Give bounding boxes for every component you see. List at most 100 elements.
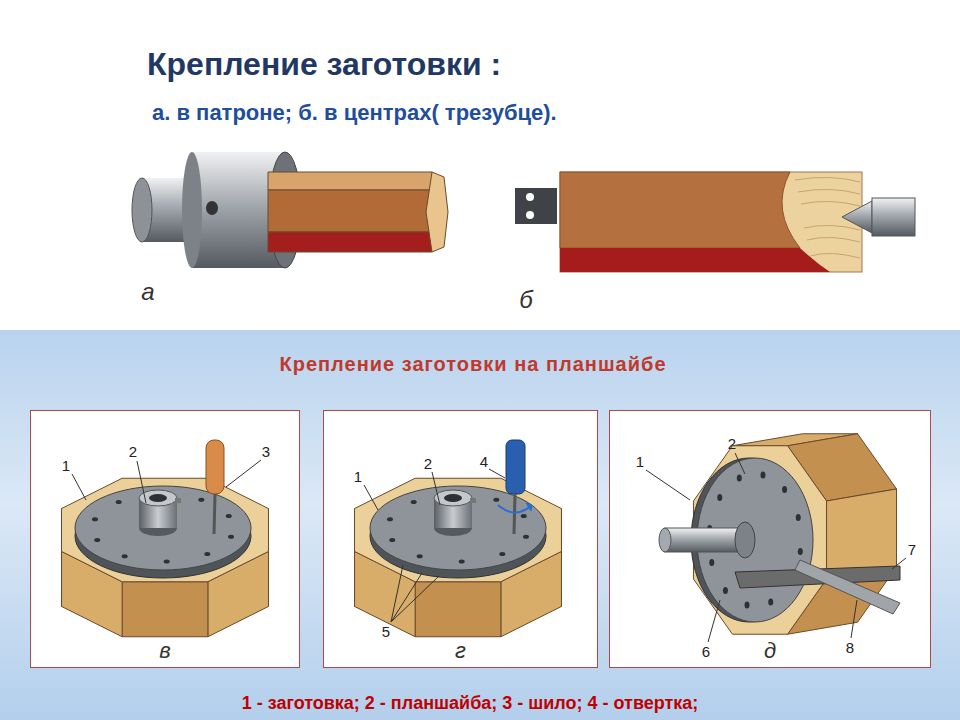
shape <box>782 486 787 493</box>
callout-number: 1 <box>354 468 362 485</box>
callout-number: 7 <box>908 541 916 558</box>
shape <box>387 517 393 521</box>
wood-grain <box>795 177 860 182</box>
shape <box>560 172 800 248</box>
chuck-figure <box>132 152 448 268</box>
shape <box>798 548 803 555</box>
shape <box>760 472 765 479</box>
wood-grain <box>798 189 860 194</box>
leader-line <box>646 470 690 500</box>
figure-letter: в <box>159 638 170 664</box>
leader-line <box>72 474 86 500</box>
faceplate-screwdriver-figure <box>355 440 562 637</box>
subtitle: а. в патроне; б. в центрах( трезубце). <box>152 100 557 125</box>
shape <box>444 494 462 502</box>
screwdriver-shaft <box>514 494 515 534</box>
shape <box>560 172 862 272</box>
shape <box>389 538 395 542</box>
shape <box>122 582 208 637</box>
shape <box>526 211 534 219</box>
callout-number: 2 <box>728 435 736 452</box>
shape <box>493 498 499 502</box>
shape <box>872 198 915 236</box>
shape <box>92 517 98 521</box>
callout-number: 2 <box>424 455 432 472</box>
shape <box>459 560 465 564</box>
shape <box>827 489 897 579</box>
shape <box>411 500 417 504</box>
section-heading: Крепление заготовки на планшайбе <box>279 353 666 376</box>
shape <box>523 535 529 539</box>
shape <box>182 152 202 268</box>
blue-band <box>0 330 960 720</box>
centres-figure <box>515 172 915 272</box>
callout-number: 6 <box>702 643 710 660</box>
shape <box>132 178 152 242</box>
shape <box>122 554 128 558</box>
shape <box>659 528 671 552</box>
panel-ground <box>30 410 300 668</box>
shape <box>709 559 714 566</box>
panel-ground <box>323 410 598 668</box>
figure-letter: б <box>519 286 533 314</box>
shape <box>745 601 750 608</box>
screwdriver-handle <box>506 440 525 494</box>
shape <box>268 232 440 252</box>
callout-number: 3 <box>262 443 270 460</box>
shape <box>515 188 557 224</box>
leader-line <box>892 558 906 569</box>
shape <box>521 514 527 518</box>
figure-panel: в <box>30 410 300 668</box>
faceplate-side-figure <box>646 434 906 642</box>
shape <box>499 552 505 556</box>
callout-number: 2 <box>129 443 137 460</box>
callout-number: 5 <box>382 623 390 640</box>
shape <box>164 560 170 564</box>
leader-line <box>708 600 720 642</box>
shape <box>62 478 269 581</box>
shape <box>198 498 204 502</box>
shape <box>717 494 722 501</box>
shape <box>149 494 167 502</box>
shape <box>737 474 742 481</box>
wood-grain <box>807 237 860 242</box>
leader-line <box>432 472 440 505</box>
figure-panel: д <box>609 410 931 668</box>
wood-grain <box>801 201 860 206</box>
leader-line <box>735 453 745 474</box>
shape <box>470 498 476 503</box>
shape <box>415 582 501 637</box>
wood-grain <box>810 253 860 258</box>
shape <box>795 560 900 614</box>
shape <box>560 248 830 272</box>
faceplate-awl-figure <box>62 440 269 637</box>
figure-letter: а <box>141 278 154 306</box>
shape <box>526 193 534 201</box>
shape <box>735 522 755 558</box>
panel-ground <box>609 410 931 668</box>
callout-number: 8 <box>846 639 854 656</box>
leader-line <box>851 600 857 638</box>
shape <box>842 201 872 233</box>
shape <box>228 535 234 539</box>
leader-line <box>489 469 505 478</box>
shape <box>768 599 773 606</box>
shape <box>526 503 532 511</box>
callout-number: 1 <box>62 457 70 474</box>
shape <box>116 500 122 504</box>
leader-line <box>226 460 261 487</box>
leader-line <box>391 576 439 622</box>
shape <box>355 478 562 581</box>
awl-blade <box>214 494 215 534</box>
shape <box>723 587 728 594</box>
leader-line <box>137 461 146 503</box>
callout-number: 1 <box>636 453 644 470</box>
figure-letter: г <box>455 638 466 664</box>
slide-title: Крепление заготовки : <box>147 46 501 83</box>
shape <box>370 486 546 570</box>
shape <box>206 201 218 215</box>
shape <box>796 514 801 521</box>
shape <box>226 514 232 518</box>
shape <box>426 172 448 252</box>
shape <box>175 498 181 503</box>
